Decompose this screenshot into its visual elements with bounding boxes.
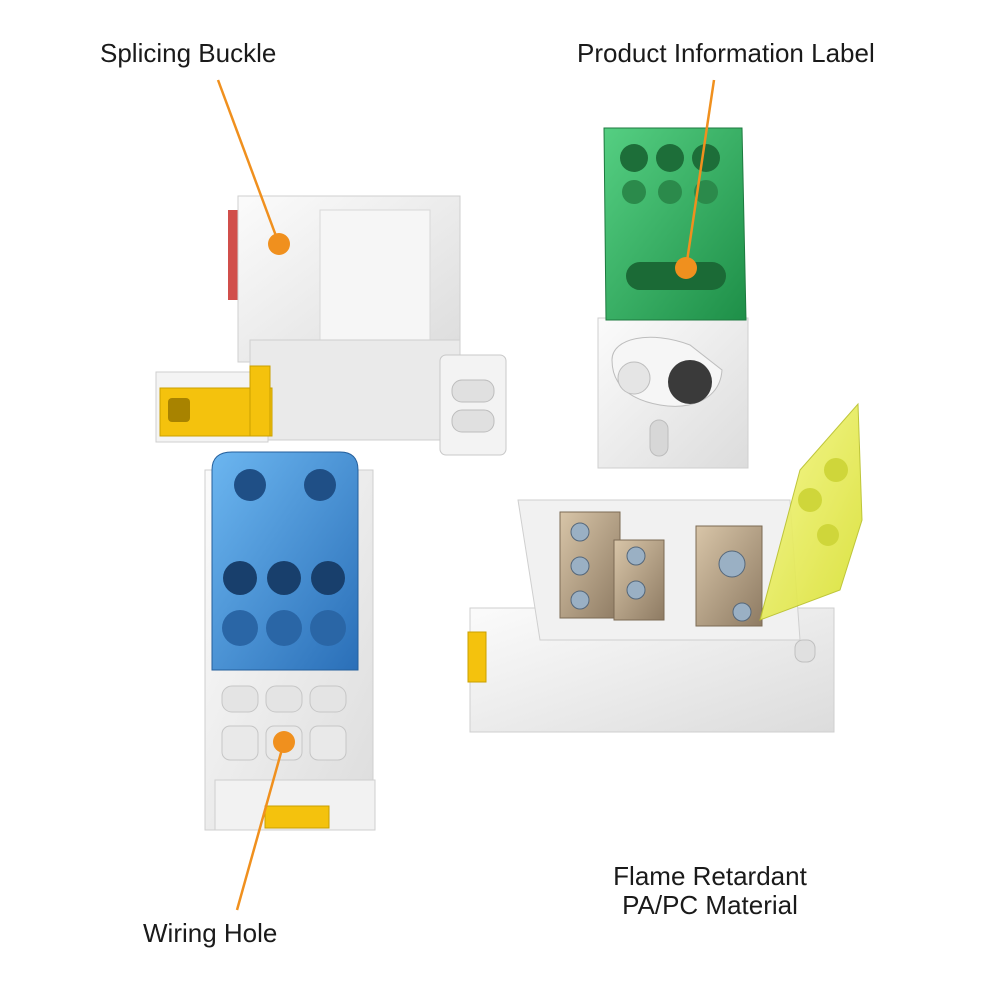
- material-label-line-2: PA/PC Material: [622, 890, 798, 920]
- material-label: Flame Retardant PA/PC Material: [560, 862, 860, 920]
- wiring-hole-label: Wiring Hole: [143, 918, 278, 948]
- terminal-block-open-cover: [467, 402, 863, 733]
- terminal-block-green-cover: [597, 127, 749, 469]
- terminal-block-blue-cover: [204, 451, 376, 831]
- product-information-label: Product Information Label: [577, 38, 875, 68]
- callout-wiring-hole: [235, 731, 295, 911]
- splicing-buckle-label: Splicing Buckle: [100, 38, 277, 68]
- callout-splicing-buckle: [216, 79, 290, 255]
- terminal-block-side-view: [155, 195, 507, 456]
- material-label-line-1: Flame Retardant: [613, 861, 807, 891]
- callout-product-information-label: [675, 79, 716, 279]
